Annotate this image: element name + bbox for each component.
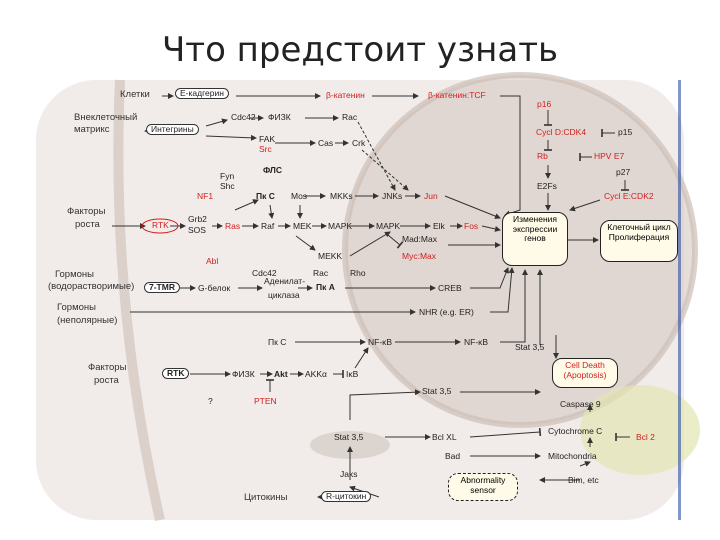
node-stat35-c: Stat 3,5	[334, 432, 364, 442]
node-b-catenin-tcf: β-катенин:TCF	[428, 90, 486, 100]
node-pi3k-low: ФИЗК	[232, 369, 255, 379]
node-src: Src	[259, 144, 272, 154]
node-adenylate-line1: Аденилат-	[264, 276, 306, 286]
node-jaks: Jaks	[340, 469, 358, 479]
input-hormones-1-line2: (водорастворимые)	[48, 281, 135, 292]
node-mek: MEK	[293, 221, 312, 231]
node-mkks: MKKs	[330, 191, 353, 201]
node-pi3k-top: ФИЗК	[268, 112, 291, 122]
rtk-1: RTK	[152, 220, 169, 230]
node-cdc42-top: Cdc42	[231, 112, 256, 122]
node-bim: Bim, etc	[568, 475, 599, 485]
node-pkc-mid: Пк С	[268, 337, 287, 347]
input-hormones-1-line1: Гормоны	[55, 269, 94, 280]
input-growth-factors-2-line2: роста	[94, 375, 119, 386]
node-p15: p15	[618, 127, 633, 137]
node-plc: ФЛС	[263, 165, 283, 175]
node-b-catenin: β-катенин	[326, 90, 365, 100]
mitochondria-shape	[580, 385, 700, 475]
node-rb: Rb	[537, 151, 548, 161]
r-cytokin: R-цитокин	[321, 491, 372, 502]
node-nf1: NF1	[197, 191, 214, 201]
node-pten: PTEN	[254, 396, 277, 406]
node-bad: Bad	[445, 451, 461, 461]
node-ikb: IκB	[346, 369, 359, 379]
node-rac-mid: Rac	[313, 268, 329, 278]
seven-tmr: 7-TMR	[144, 282, 180, 293]
node-hpv-e7: HPV E7	[594, 151, 625, 161]
node-e2fs: E2Fs	[537, 181, 557, 191]
node-grb2: Grb2	[188, 214, 207, 224]
node-cytochrome-c: Cytochrome C	[548, 426, 603, 436]
input-growth-factors-1-line1: Факторы	[67, 206, 106, 217]
node-rac-top: Rac	[342, 112, 358, 122]
input-hormones-2-line1: Гормоны	[57, 302, 96, 313]
node-bcl2: Bcl 2	[636, 432, 655, 442]
node-caspase9: Caspase 9	[560, 399, 601, 409]
node-raf: Raf	[261, 221, 275, 231]
input-ecm-line2: матрикс	[74, 124, 110, 135]
node-mapk-2: MAPK	[376, 221, 401, 231]
node-ras: Ras	[225, 221, 241, 231]
input-hormones-2-line2: (неполярные)	[57, 315, 118, 326]
node-shc: Shc	[220, 181, 235, 191]
node-creb: CREB	[438, 283, 462, 293]
node-sos: SOS	[188, 225, 206, 235]
node-cycld-cdk4: Cycl D:CDK4	[536, 127, 587, 137]
node-p16: p16	[537, 99, 552, 109]
node-jnks: JNKs	[382, 191, 403, 201]
input-cells: Клетки	[120, 89, 150, 100]
node-abl: Abl	[206, 256, 219, 266]
node-elk: Elk	[433, 221, 445, 231]
slide-title: Что предстоит узнать	[161, 30, 559, 70]
box-cell-death: Cell Death (Apoptosis)	[552, 358, 618, 388]
node-stat35-a: Stat 3,5	[515, 342, 545, 352]
node-cycle-cdk2: Cycl E:CDK2	[604, 191, 654, 201]
e-cadherin: Е-кадгерин	[175, 88, 229, 99]
box-gene-expression: Изменения экспрессии генов	[502, 212, 568, 266]
integrins: Интегрины	[146, 124, 199, 135]
input-growth-factors-1-line2: роста	[75, 219, 100, 230]
node-adenylate-line2: циклаза	[268, 290, 300, 300]
node-fak: FAK	[259, 134, 276, 144]
input-growth-factors-2-line1: Факторы	[88, 362, 127, 373]
node-question-mark: ?	[208, 396, 213, 406]
node-fos: Fos	[464, 221, 479, 231]
node-myc-max: Myc:Max	[402, 251, 436, 261]
node-akt: Akt	[274, 369, 288, 379]
node-mos: Mos	[291, 191, 308, 201]
cell-membrane	[113, 79, 165, 522]
node-nfkb-2: NF-κB	[464, 337, 489, 347]
node-pkc-top: Пк С	[256, 191, 275, 201]
rtk-2: RTK	[162, 368, 190, 379]
node-stat35-b: Stat 3,5	[422, 386, 452, 396]
node-jun: Jun	[424, 191, 438, 201]
node-mekk: MEKK	[318, 251, 343, 261]
box-abnormality-sensor: Abnormality sensor	[448, 473, 518, 501]
node-fyn: Fyn	[220, 171, 235, 181]
input-cytokines: Цитокины	[244, 492, 288, 503]
node-bclxl: Bcl XL	[432, 432, 457, 442]
node-g-protein: G-белок	[198, 283, 231, 293]
node-pka: Пк А	[316, 282, 335, 292]
input-ecm-line1: Внеклеточный	[74, 112, 138, 123]
node-mad-max: Mad:Max	[402, 234, 437, 244]
node-akka: AKKα	[305, 369, 327, 379]
node-cdc42-mid: Cdc42	[252, 268, 277, 278]
node-nhr: NHR (e.g. ER)	[419, 307, 474, 317]
node-p27: p27	[616, 167, 631, 177]
node-nfkb-1: NF-κB	[368, 337, 393, 347]
node-mapk-1: MAPK	[328, 221, 353, 231]
node-rho: Rho	[350, 268, 366, 278]
node-crk: Crk	[352, 138, 366, 148]
box-cell-cycle: Клеточный цикл Пролиферация	[600, 220, 678, 262]
node-mitochondria: Mitochondria	[548, 451, 597, 461]
node-cas: Cas	[318, 138, 334, 148]
